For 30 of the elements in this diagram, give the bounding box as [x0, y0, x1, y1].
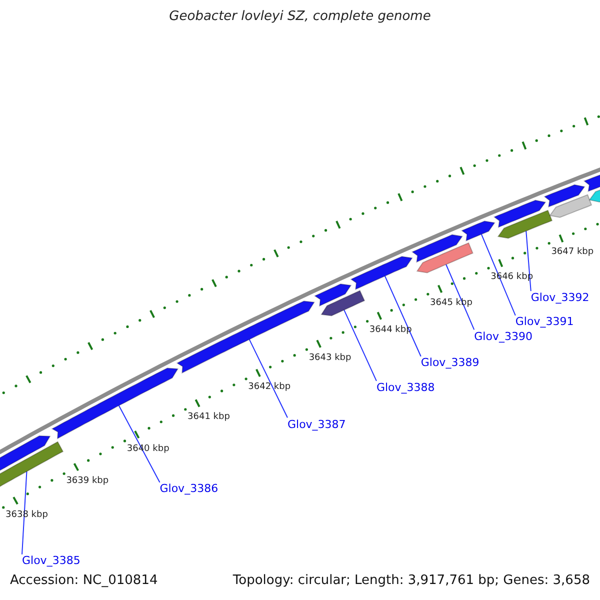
- summary-text: Topology: circular; Length: 3,917,761 bp; Genes: 3,658: [232, 573, 590, 588]
- leader-line: [526, 230, 532, 292]
- gene-label: Glov_3387: [287, 418, 346, 431]
- scale-label: 3647 kbp: [551, 247, 594, 258]
- gene-label: Glov_3389: [420, 356, 480, 370]
- scale-label: 3643 kbp: [308, 352, 352, 363]
- leader-line: [22, 470, 28, 555]
- gene-feature: [350, 256, 413, 290]
- leader-line: [118, 405, 160, 483]
- gene-feature: [416, 242, 474, 274]
- leader-line: [344, 309, 377, 382]
- scale-label: 3641 kbp: [188, 412, 230, 422]
- scale-label: 3639 kbp: [66, 476, 109, 486]
- gene-label: Glov_3385: [22, 554, 80, 568]
- gene-feature: [460, 220, 496, 242]
- gene-label: Glov_3386: [160, 482, 218, 496]
- gene-label: Glov_3388: [376, 380, 435, 394]
- leader-line: [248, 338, 288, 418]
- title: Geobacter lovleyi SZ, complete genome: [168, 9, 432, 24]
- leader-line: [446, 264, 475, 330]
- gene-feature: [0, 441, 64, 488]
- gene-label: Glov_3391: [515, 315, 574, 328]
- gene-feature: [51, 368, 179, 440]
- gene-label: Glov_3392: [530, 291, 590, 304]
- gene-feature: [497, 210, 552, 239]
- gene-feature: [320, 290, 365, 316]
- leader-line: [384, 276, 422, 357]
- leader-line: [480, 234, 516, 316]
- accession-text: Accession: NC_010814: [10, 573, 158, 588]
- gene-label: Glov_3390: [474, 330, 532, 343]
